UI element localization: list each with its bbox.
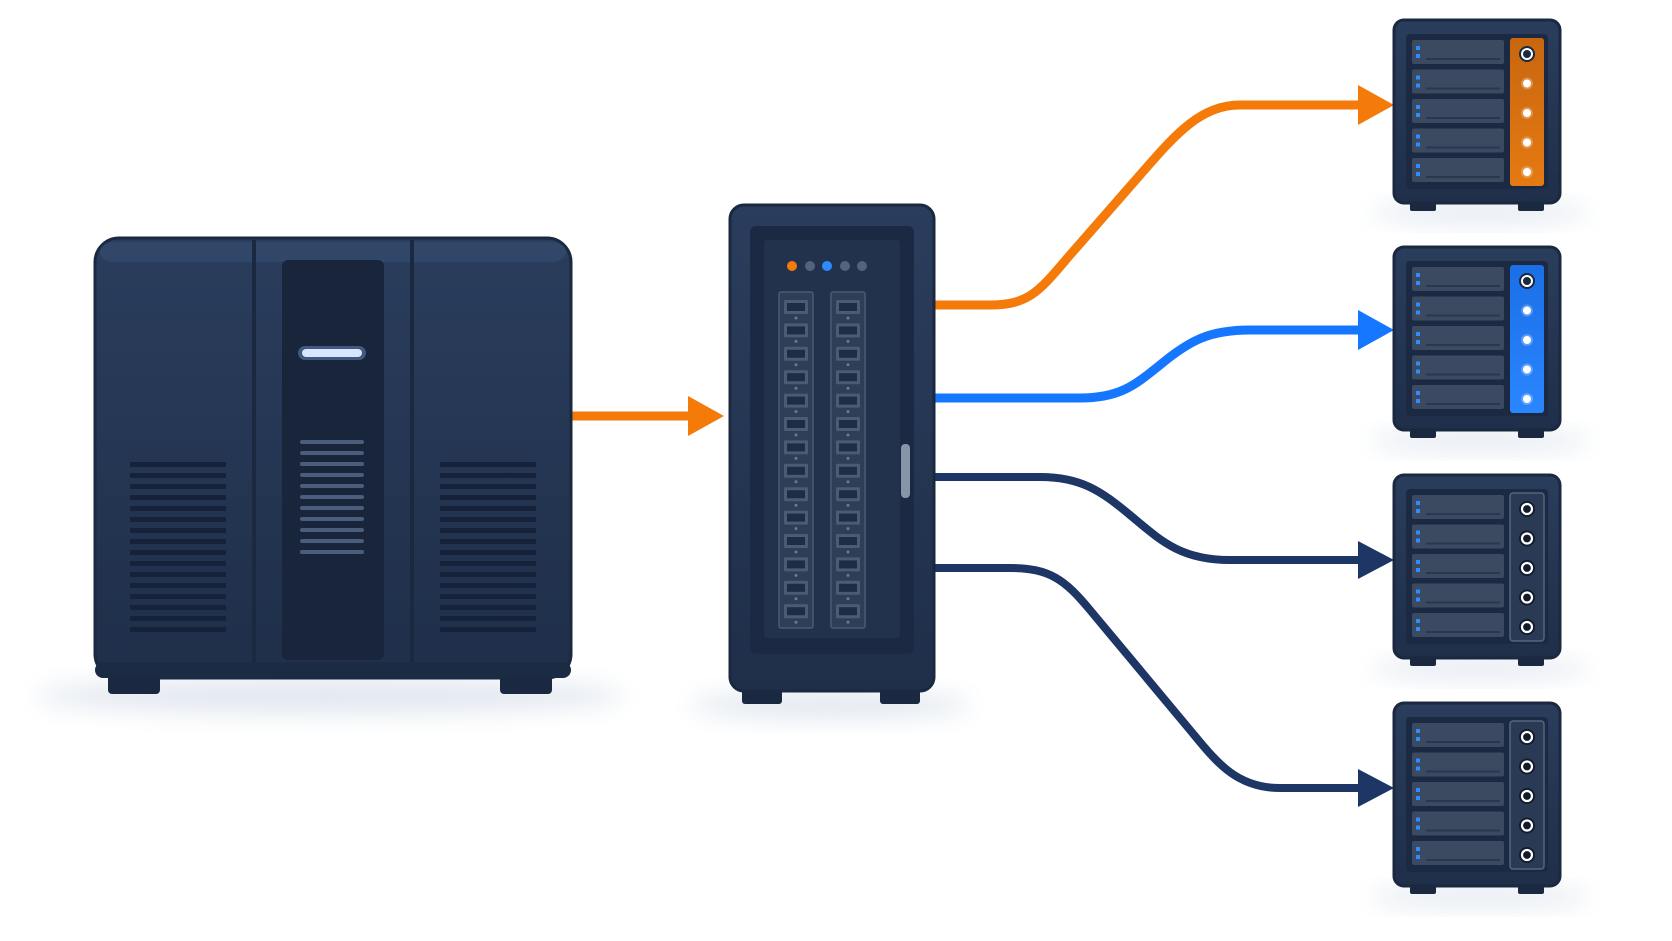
drive-bay-icon [1412, 355, 1504, 380]
status-leds [787, 261, 867, 271]
drive-bay-icon [1412, 326, 1504, 350]
status-led-icon [1520, 789, 1534, 803]
right-vents [440, 462, 536, 632]
drive-bay-icon [1412, 99, 1504, 123]
drive-bay-icon [1412, 583, 1504, 608]
drive-bay-icon [1412, 158, 1504, 182]
storage-arrays [1392, 18, 1562, 894]
drive-bay-icon [1412, 296, 1504, 321]
status-led-icon [1523, 365, 1531, 374]
status-led-icon [1523, 138, 1531, 147]
mainframe-server-icon [93, 236, 573, 694]
status-led-icon [1520, 591, 1534, 604]
status-led-icon [1521, 275, 1533, 287]
patch-panel-left [778, 291, 814, 629]
drive-bay-icon [1412, 782, 1504, 806]
status-led-icon [1523, 306, 1531, 315]
rack-handle-icon [901, 444, 910, 498]
status-led-gray [805, 261, 815, 271]
status-led-icon [1523, 79, 1531, 88]
status-led-icon [1523, 336, 1531, 344]
status-led-icon [1520, 561, 1534, 575]
edge-rack-to-storage-4 [930, 564, 1394, 807]
drive-bay-icon [1412, 613, 1504, 637]
patch-panel-right [830, 291, 866, 629]
status-led-gray [840, 261, 850, 271]
edge-rack-to-storage-2 [930, 310, 1394, 403]
storage-1-storage-array-icon [1392, 18, 1562, 211]
status-led-icon [1523, 109, 1531, 117]
drive-bay-icon [1412, 40, 1504, 64]
arrowhead-icon [688, 396, 724, 436]
drive-bay-icon [1412, 385, 1504, 409]
status-led-icon [1520, 760, 1534, 773]
arrowhead-icon [1358, 541, 1394, 579]
edge-mainframe-to-rack [570, 396, 724, 436]
status-led-icon [1520, 620, 1534, 634]
storage-2-storage-array-icon [1392, 245, 1562, 438]
connections [570, 85, 1394, 807]
drive-bay-icon [1412, 841, 1504, 865]
status-led-icon [1520, 532, 1534, 545]
arrowhead-icon [1358, 85, 1394, 125]
drive-bay-icon [1412, 267, 1504, 291]
arrowhead-icon [1358, 310, 1394, 350]
storage-4-storage-array-icon [1392, 701, 1562, 894]
status-led-orange [787, 261, 797, 271]
status-led-icon [1521, 48, 1533, 60]
status-led-blue [822, 261, 832, 271]
drive-bay-icon [1412, 723, 1504, 747]
status-led-icon [1523, 168, 1531, 176]
status-led-icon [1520, 848, 1534, 862]
status-led-icon [1520, 730, 1534, 744]
drive-bay-icon [1412, 811, 1504, 836]
status-led-icon [1523, 395, 1531, 403]
drive-bay-icon [1412, 524, 1504, 549]
arrowhead-icon [1358, 769, 1394, 807]
left-vents [130, 462, 226, 632]
status-led-gray [857, 261, 867, 271]
drive-bay-icon [1412, 495, 1504, 519]
drive-bay-icon [1412, 69, 1504, 94]
status-led-icon [1520, 819, 1534, 832]
network-rack-icon [728, 203, 936, 704]
edge-rack-to-storage-3 [930, 473, 1394, 579]
storage-3-storage-array-icon [1392, 473, 1562, 666]
status-led-icon [1520, 502, 1534, 516]
drive-bay-icon [1412, 554, 1504, 578]
drive-bay-icon [1412, 752, 1504, 777]
center-vents [300, 440, 364, 554]
edge-rack-to-storage-1 [930, 85, 1394, 310]
drive-bay-icon [1412, 128, 1504, 153]
